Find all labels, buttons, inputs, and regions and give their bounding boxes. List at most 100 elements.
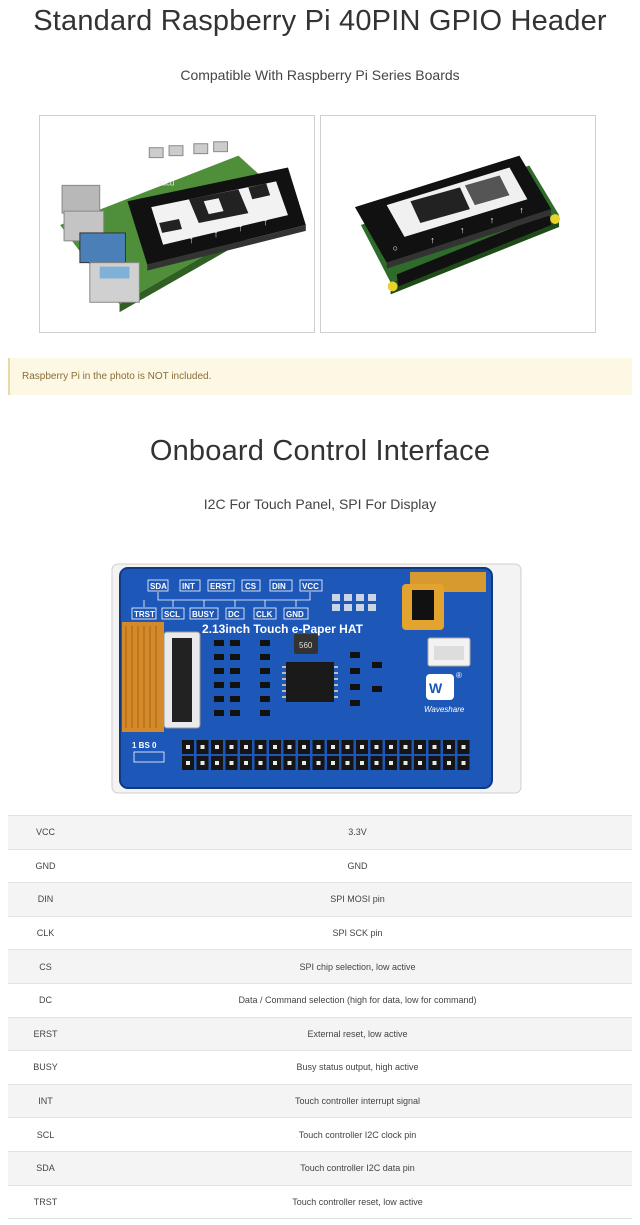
pin-description: SPI SCK pin [83,915,632,950]
pin-name: DC [8,982,83,1018]
pin-name: DIN [8,882,83,917]
svg-text:↑: ↑ [263,217,268,228]
notice-banner: Raspberry Pi in the photo is NOT include… [8,358,632,395]
header-pin-tip [360,761,364,765]
svg-text:↑: ↑ [189,235,194,246]
header-pin-tip [461,745,466,749]
pin-description: GND [83,848,632,883]
pin-name: TRST [8,1184,83,1220]
pin-name: SCL [8,1117,83,1152]
header-pin-tip [186,761,190,765]
header-pin-tip [273,745,277,749]
board-label-vcc: VCC [302,582,319,591]
svg-text:↑: ↑ [430,235,434,245]
header-pin-tip [316,745,321,749]
header-pin-tip [360,745,364,749]
board-illustration: SDA INT ERST CS DIN VCC TRST SCL BUSY DC… [111,563,522,794]
header-pin-tip [302,761,306,765]
product-photo-mounted: nacu ↑ ↑ ↑ ↑ [39,115,315,333]
header-pin-tip [273,761,277,765]
header-pin-tip [432,745,437,749]
pin-description: SPI MOSI pin [83,882,632,917]
board-label-int: INT [182,582,195,591]
board-photo: SDA INT ERST CS DIN VCC TRST SCL BUSY DC… [110,562,523,795]
svg-text:↑: ↑ [238,223,243,234]
header-pin-tip [244,761,248,765]
registered-mark: ® [456,671,462,680]
header-pin-tip [287,761,292,765]
gpio-header [182,740,470,770]
pin-name: VCC [8,815,83,850]
pin-description: Touch controller reset, low active [83,1184,632,1220]
pin-description: Touch controller I2C clock pin [83,1117,632,1152]
board-label-dc: DC [228,610,240,619]
board-label-sda: SDA [150,582,167,591]
pin-name: INT [8,1083,83,1118]
header-pin-tip [287,745,292,749]
header-pin-tip [345,745,350,749]
header-pin-tip [258,745,263,749]
pin-name: SDA [8,1150,83,1186]
header-pin-tip [447,761,451,765]
svg-text:↑: ↑ [490,215,494,225]
header-pin-tip [244,745,248,749]
pin-description: Touch controller interrupt signal [83,1083,632,1118]
header-pin-tip [447,745,451,749]
header-pin-tip [258,761,263,765]
header-pin-tip [215,745,219,749]
pin-description: SPI chip selection, low active [83,949,632,984]
header-pin-tip [215,761,219,765]
header-pin-tip [374,745,379,749]
board-label-din: DIN [272,582,286,591]
page-title: Standard Raspberry Pi 40PIN GPIO Header [33,5,607,37]
board-label-gnd: GND [286,610,304,619]
pin-name: BUSY [8,1050,83,1085]
svg-text:↑: ↑ [519,205,523,215]
board-title: 2.13inch Touch e-Paper HAT [202,622,364,636]
pin-description: External reset, low active [83,1016,632,1051]
bs-label: 1 BS 0 [132,741,157,750]
hat-on-pi-illustration: nacu ↑ ↑ ↑ ↑ [60,141,306,313]
page-subtitle: Compatible With Raspberry Pi Series Boar… [180,67,460,83]
board-label-cs: CS [245,582,257,591]
header-pin-tip [331,761,335,765]
pin-name: CLK [8,915,83,950]
header-pin-tip [229,761,234,765]
pin-description: Data / Command selection (high for data,… [83,982,632,1018]
board-label-erst: ERST [210,582,231,591]
svg-text:○: ○ [393,243,398,253]
header-pin-tip [461,761,466,765]
header-pin-tip [200,745,205,749]
header-pin-tip [389,745,393,749]
svg-text:W: W [429,680,443,696]
header-pin-tip [345,761,350,765]
header-pin-tip [432,761,437,765]
board-label-busy: BUSY [192,610,215,619]
header-pin-tip [374,761,379,765]
inductor-label: 560 [299,641,313,650]
header-pin-tip [418,745,422,749]
header-pin-tip [389,761,393,765]
header-pin-tip [200,761,205,765]
brand-label: Waveshare [424,705,465,714]
header-pin-tip [331,745,335,749]
header-pin-tip [403,745,408,749]
svg-text:↑: ↑ [214,229,219,240]
header-pin-tip [302,745,306,749]
board-label-clk: CLK [256,610,273,619]
product-photo-standalone: ○ ↑ ↑ ↑ ↑ [320,115,596,333]
section-subtitle: I2C For Touch Panel, SPI For Display [203,496,437,512]
hat-standalone-illustration: ○ ↑ ↑ ↑ ↑ [354,155,561,295]
pin-name: ERST [8,1016,83,1051]
pin-name: GND [8,848,83,883]
